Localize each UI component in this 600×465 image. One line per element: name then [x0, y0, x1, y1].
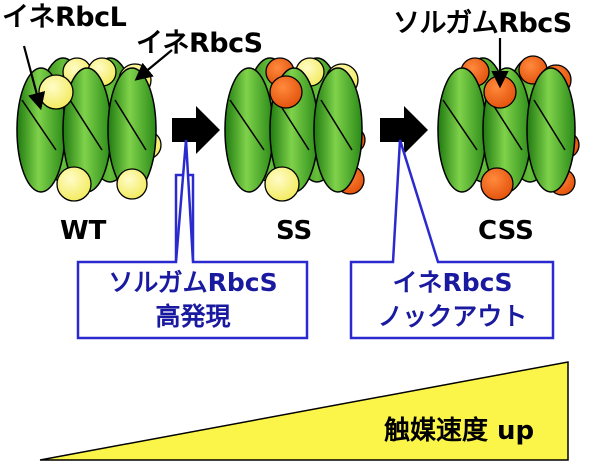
label-wt: WT: [60, 216, 107, 246]
wt-complex: [16, 45, 173, 202]
callout-left-line1: ソルガムRbcS: [108, 268, 278, 297]
callout-left-text: ソルガムRbcS 高発現: [80, 266, 306, 334]
callout-right: [349, 139, 555, 340]
css-complex: [437, 38, 580, 201]
label-sorghum-rbcs: ソルガムRbcS: [393, 8, 572, 39]
label-ine-rbcs: イネRbcS: [136, 28, 263, 59]
callout-right-line1: イネRbcS: [392, 268, 513, 297]
callout-right-text: イネRbcS ノックアウト: [353, 266, 552, 334]
label-ss: SS: [276, 216, 313, 246]
rate-label: 触媒速度 up: [384, 416, 535, 446]
arrow-wt-to-ss: [172, 106, 220, 154]
rate-wedge: [39, 361, 569, 461]
ss-complex: [224, 57, 366, 202]
callout-left-line2: 高発現: [155, 302, 231, 331]
arrow-ss-to-css: [380, 106, 428, 154]
callout-right-line2: ノックアウト: [377, 302, 528, 331]
label-css: CSS: [478, 216, 534, 246]
label-ine-rbcl: イネRbcL: [2, 2, 127, 33]
callout-left: [76, 139, 309, 340]
